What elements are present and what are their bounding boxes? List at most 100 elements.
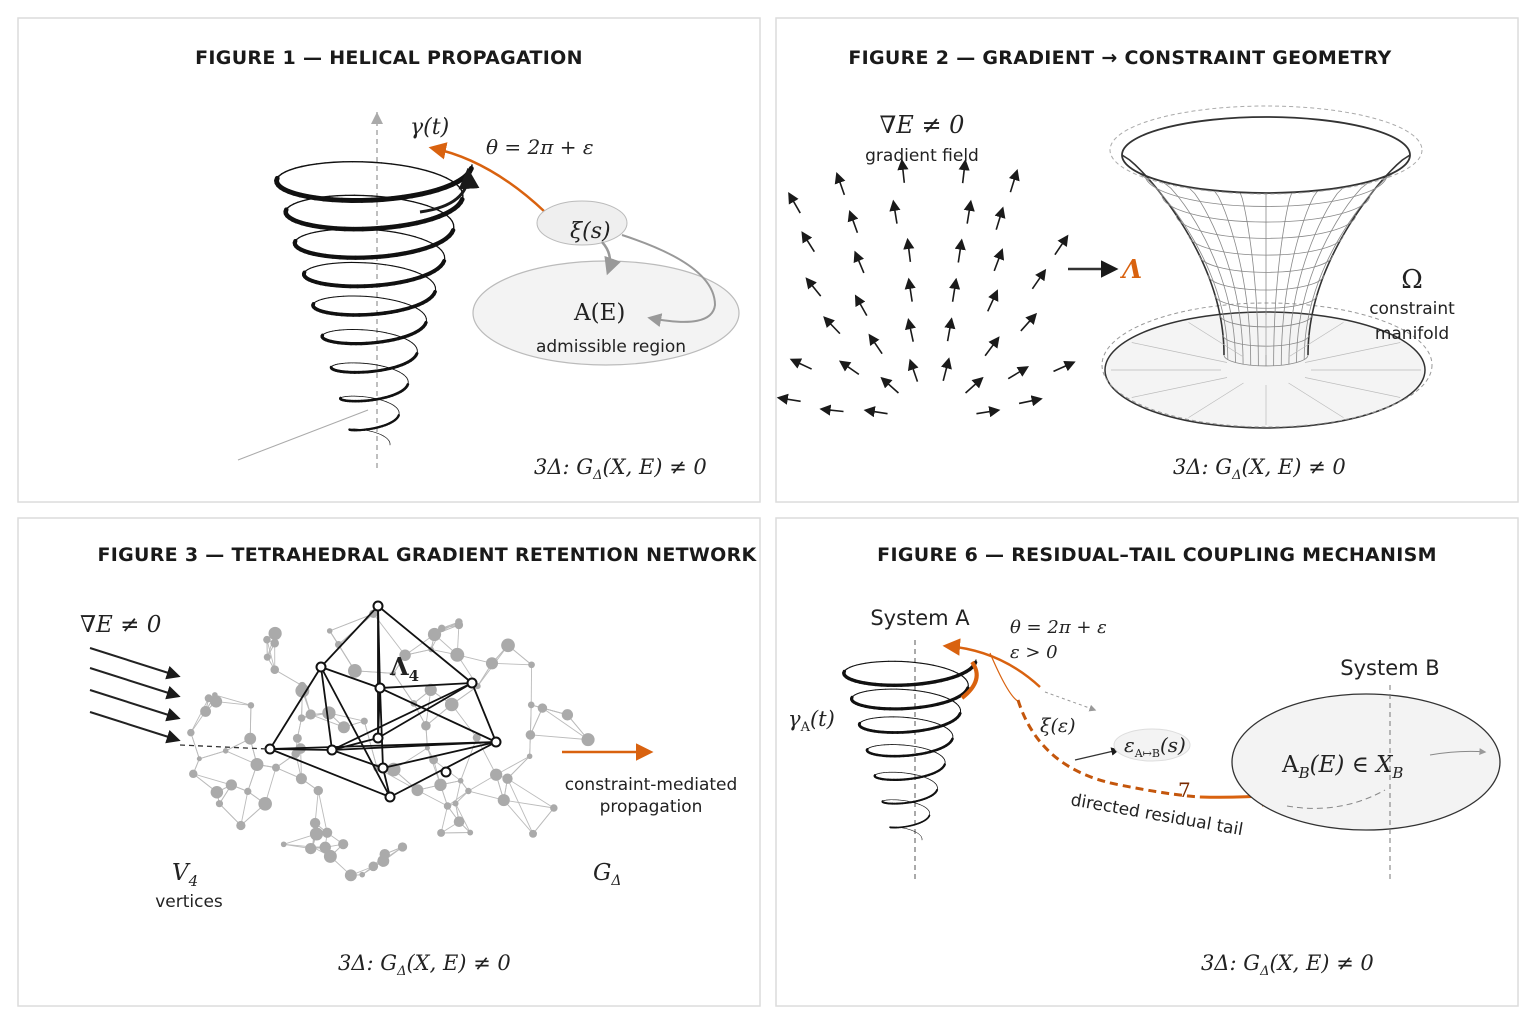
network-node: [204, 694, 213, 703]
helix-segment: [321, 195, 331, 198]
figure-1-title: FIGURE 1 — HELICAL PROPAGATION: [195, 47, 583, 69]
network-node: [187, 728, 195, 737]
core-edge: [320, 605, 379, 668]
helix-segment: [371, 431, 375, 433]
network-node: [472, 733, 481, 742]
return-arrow: [942, 638, 1041, 688]
network-node: [421, 721, 431, 731]
funnel-grid-meridian: [1239, 191, 1259, 366]
helix-segment: [293, 201, 299, 205]
helix-segment: [321, 298, 326, 300]
outflow-arrow: [1429, 748, 1487, 756]
helix-segment: [425, 169, 435, 174]
deviation-arrow: [1044, 691, 1097, 712]
helix-segment: [952, 670, 958, 674]
network-node: [465, 787, 472, 795]
network-node: [581, 733, 595, 747]
network-node: [326, 628, 333, 634]
helix-segment: [377, 398, 382, 401]
network-node: [467, 829, 474, 836]
helix-segment: [912, 802, 916, 804]
gradient-arrow: [941, 357, 952, 381]
helix-segment: [376, 330, 383, 333]
network-node: [244, 787, 252, 796]
funnel-grid-meridian: [1187, 186, 1244, 365]
gradient-arrow: [987, 289, 999, 312]
network-edge: [314, 790, 319, 824]
gradient-arrow: [819, 404, 844, 416]
helix-segment: [308, 163, 318, 166]
system-b-label: System B: [1340, 656, 1439, 680]
core-edge: [320, 666, 391, 798]
helix-segment: [920, 662, 928, 665]
network-node: [485, 657, 499, 670]
helix-segment: [412, 306, 418, 309]
helix-segment: [956, 672, 962, 676]
helix-segment: [913, 689, 920, 692]
helix-segment: [870, 689, 877, 691]
network-node: [455, 618, 463, 626]
helix-segment: [914, 802, 918, 804]
network-node: [450, 647, 465, 662]
helix-segment: [911, 829, 914, 831]
network-node: [322, 706, 336, 720]
network-node: [501, 638, 515, 653]
network-node: [196, 756, 202, 762]
network-edge: [507, 778, 555, 809]
helix-segment: [934, 693, 941, 696]
helix-segment: [914, 774, 918, 776]
helix-segment: [332, 262, 340, 265]
network-node: [490, 768, 503, 781]
helix-segment: [328, 195, 339, 197]
network-node: [369, 609, 378, 619]
helix-segment: [371, 363, 377, 366]
core-edge: [331, 737, 379, 751]
network-edge: [542, 707, 589, 740]
g-delta-label: GΔ: [593, 860, 622, 889]
helix-segment: [380, 399, 385, 402]
input-arrows: [89, 647, 181, 744]
helix-segment: [923, 776, 927, 779]
helix-segment: [315, 162, 326, 165]
network-edge: [503, 799, 554, 809]
network-edge: [491, 662, 532, 666]
network-edge: [190, 732, 200, 759]
helix-segment: [332, 296, 339, 298]
network-node: [189, 769, 198, 779]
helix-segment: [442, 212, 448, 217]
figure-6-title: FIGURE 6 — RESIDUAL–TAIL COUPLING MECHAN…: [877, 544, 1437, 566]
helix-segment: [324, 297, 330, 300]
region-caption: admissible region: [536, 337, 686, 357]
network-node: [527, 701, 535, 709]
gradient-arrow: [789, 358, 812, 370]
network-node: [210, 786, 224, 799]
network-node: [263, 635, 271, 644]
propagation-caption-2: propagation: [600, 797, 703, 817]
network-node: [347, 663, 362, 678]
helix-segment: [922, 805, 926, 808]
network-node: [270, 665, 280, 674]
network-edge: [468, 790, 504, 801]
gradient-arrow: [863, 406, 888, 418]
figure-1-panel: FIGURE 1 — HELICAL PROPAGATION γ(t) θ = …: [17, 17, 761, 503]
core-edge: [331, 682, 473, 751]
helix-segment: [409, 269, 416, 273]
network-node: [270, 638, 279, 648]
coupling-bubble: [1113, 728, 1191, 762]
gradient-arrow: [1008, 169, 1020, 193]
helix-segment: [938, 753, 942, 756]
helix-segment: [399, 164, 411, 168]
helix-segment: [371, 161, 383, 164]
helix-segment: [919, 747, 925, 749]
helix-segment: [393, 369, 398, 372]
figure-1-equation: 3Δ: GΔ(X, E) ≠ 0: [534, 455, 707, 483]
xi-bubble: [536, 200, 628, 246]
gradient-arrow: [903, 237, 915, 262]
network-node: [424, 745, 430, 751]
helix-segment: [414, 236, 423, 240]
network-edge: [240, 791, 249, 826]
network-edge: [440, 805, 448, 834]
network-node: [225, 779, 237, 791]
helix-segment: [929, 692, 936, 695]
network-edge: [363, 721, 378, 769]
